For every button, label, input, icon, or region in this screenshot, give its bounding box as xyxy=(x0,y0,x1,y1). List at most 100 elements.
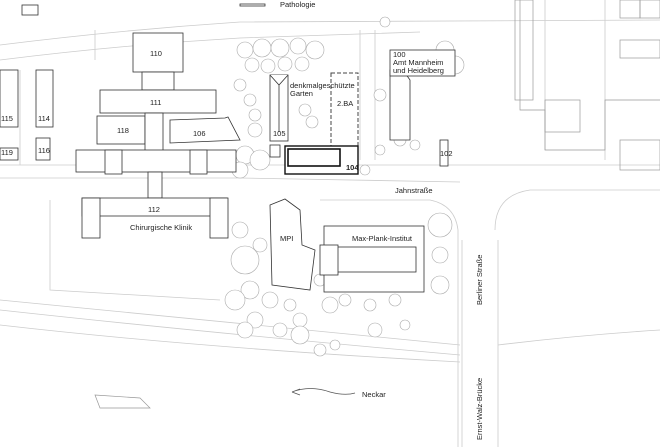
tree-icon xyxy=(409,139,421,151)
building-105-roof xyxy=(269,74,289,132)
tree-icon xyxy=(260,58,276,74)
tree-icon xyxy=(243,93,257,107)
building-112-wing xyxy=(209,197,229,239)
building-outline-light xyxy=(619,139,660,171)
tree-icon xyxy=(294,56,310,72)
building-cross-wing-tower xyxy=(104,149,123,175)
tree-icon xyxy=(246,311,264,329)
tree-icon xyxy=(244,57,260,73)
buildings xyxy=(0,0,660,409)
building-106 xyxy=(169,116,241,144)
tree-icon xyxy=(261,291,279,309)
building-cross-wing xyxy=(75,149,237,173)
tree-icon xyxy=(248,108,262,122)
label-106: 106 xyxy=(193,129,206,138)
label-102: 102 xyxy=(440,149,453,158)
tree-icon xyxy=(224,289,246,311)
tree-icon xyxy=(363,298,377,312)
tree-icon xyxy=(247,122,263,138)
boat-shape xyxy=(94,394,151,409)
building-spine xyxy=(144,112,164,152)
building-112-wing xyxy=(81,197,101,239)
label-111: 111 xyxy=(150,98,161,107)
tree-icon xyxy=(305,40,325,60)
tree-icon xyxy=(313,343,327,357)
building-116 xyxy=(35,137,51,161)
tree-icon xyxy=(298,103,312,117)
tree-icon xyxy=(388,293,402,307)
building-110 xyxy=(132,32,184,73)
trees xyxy=(224,16,465,357)
tree-icon xyxy=(338,293,352,307)
building-115 xyxy=(0,69,19,128)
tree-icon xyxy=(231,221,249,239)
tree-icon xyxy=(374,144,386,156)
tree-icon xyxy=(270,38,290,58)
label-mpi: MPI xyxy=(280,234,293,243)
label-pathologie: Pathologie xyxy=(280,0,315,9)
label-100-line1: Amt Mannheim xyxy=(393,58,443,67)
tree-icon xyxy=(329,339,341,351)
building-outline-light xyxy=(519,0,660,151)
building-104-inner xyxy=(287,148,341,167)
tree-icon xyxy=(373,88,387,102)
label-114: 114 xyxy=(38,114,50,123)
building-max-planck-annex xyxy=(319,244,339,276)
label-119: 119 xyxy=(1,148,13,157)
building-outline xyxy=(269,144,281,158)
tree-icon xyxy=(236,321,254,339)
tree-icon xyxy=(321,296,339,314)
building-spine xyxy=(147,171,163,199)
building-outline xyxy=(21,4,39,16)
tree-icon xyxy=(272,322,288,338)
labels: Pathologie 110 111 118 106 105 denkmalge… xyxy=(1,0,484,440)
building-100-label-box xyxy=(389,49,456,77)
tree-icon xyxy=(252,237,268,253)
building-110-connector xyxy=(141,71,175,91)
label-neckar: Neckar xyxy=(362,390,386,399)
tree-icon xyxy=(431,246,449,264)
building-outline-light xyxy=(619,0,641,19)
building-cross-wing-tower xyxy=(189,149,208,175)
building-118 xyxy=(96,115,146,145)
building-outline-light xyxy=(639,0,660,19)
building-outline xyxy=(239,3,266,7)
tree-icon xyxy=(427,212,453,238)
tree-icon xyxy=(367,322,383,338)
building-outline-light xyxy=(514,0,534,101)
tree-icon xyxy=(283,298,297,312)
building-102 xyxy=(439,139,449,167)
building-100 xyxy=(389,69,411,141)
label-105: 105 xyxy=(273,129,286,138)
label-garten-2: Garten xyxy=(290,89,313,98)
building-outline-light xyxy=(619,39,660,59)
tree-icon xyxy=(277,56,293,72)
building-104 xyxy=(284,145,359,175)
label-112: 112 xyxy=(148,205,160,214)
tree-icon xyxy=(359,164,371,176)
label-100: 100 xyxy=(393,50,406,59)
label-garten-1: denkmalgeschützte xyxy=(290,81,355,90)
label-berliner-strasse: Berliner Straße xyxy=(475,255,484,305)
tree-icon xyxy=(292,312,308,328)
tree-icon xyxy=(290,325,310,345)
label-2ba: 2.BA xyxy=(337,99,353,108)
building-mpi xyxy=(269,198,316,291)
tree-icon xyxy=(289,37,307,55)
label-100-line2: und Heidelberg xyxy=(393,66,444,75)
tree-icon xyxy=(236,41,254,59)
river-flow-arrow-icon xyxy=(291,388,356,396)
building-max-planck-inner xyxy=(335,246,417,273)
label-115: 115 xyxy=(1,114,13,123)
tree-icon xyxy=(252,38,272,58)
label-ernst-walz-bruecke: Ernst-Walz-Brücke xyxy=(475,378,484,440)
building-outline-light xyxy=(544,99,581,133)
label-116: 116 xyxy=(38,146,50,155)
building-119 xyxy=(0,147,19,161)
tree-icon xyxy=(399,319,411,331)
label-118: 118 xyxy=(117,126,129,135)
tree-icon xyxy=(379,16,391,28)
label-110: 110 xyxy=(150,49,162,58)
